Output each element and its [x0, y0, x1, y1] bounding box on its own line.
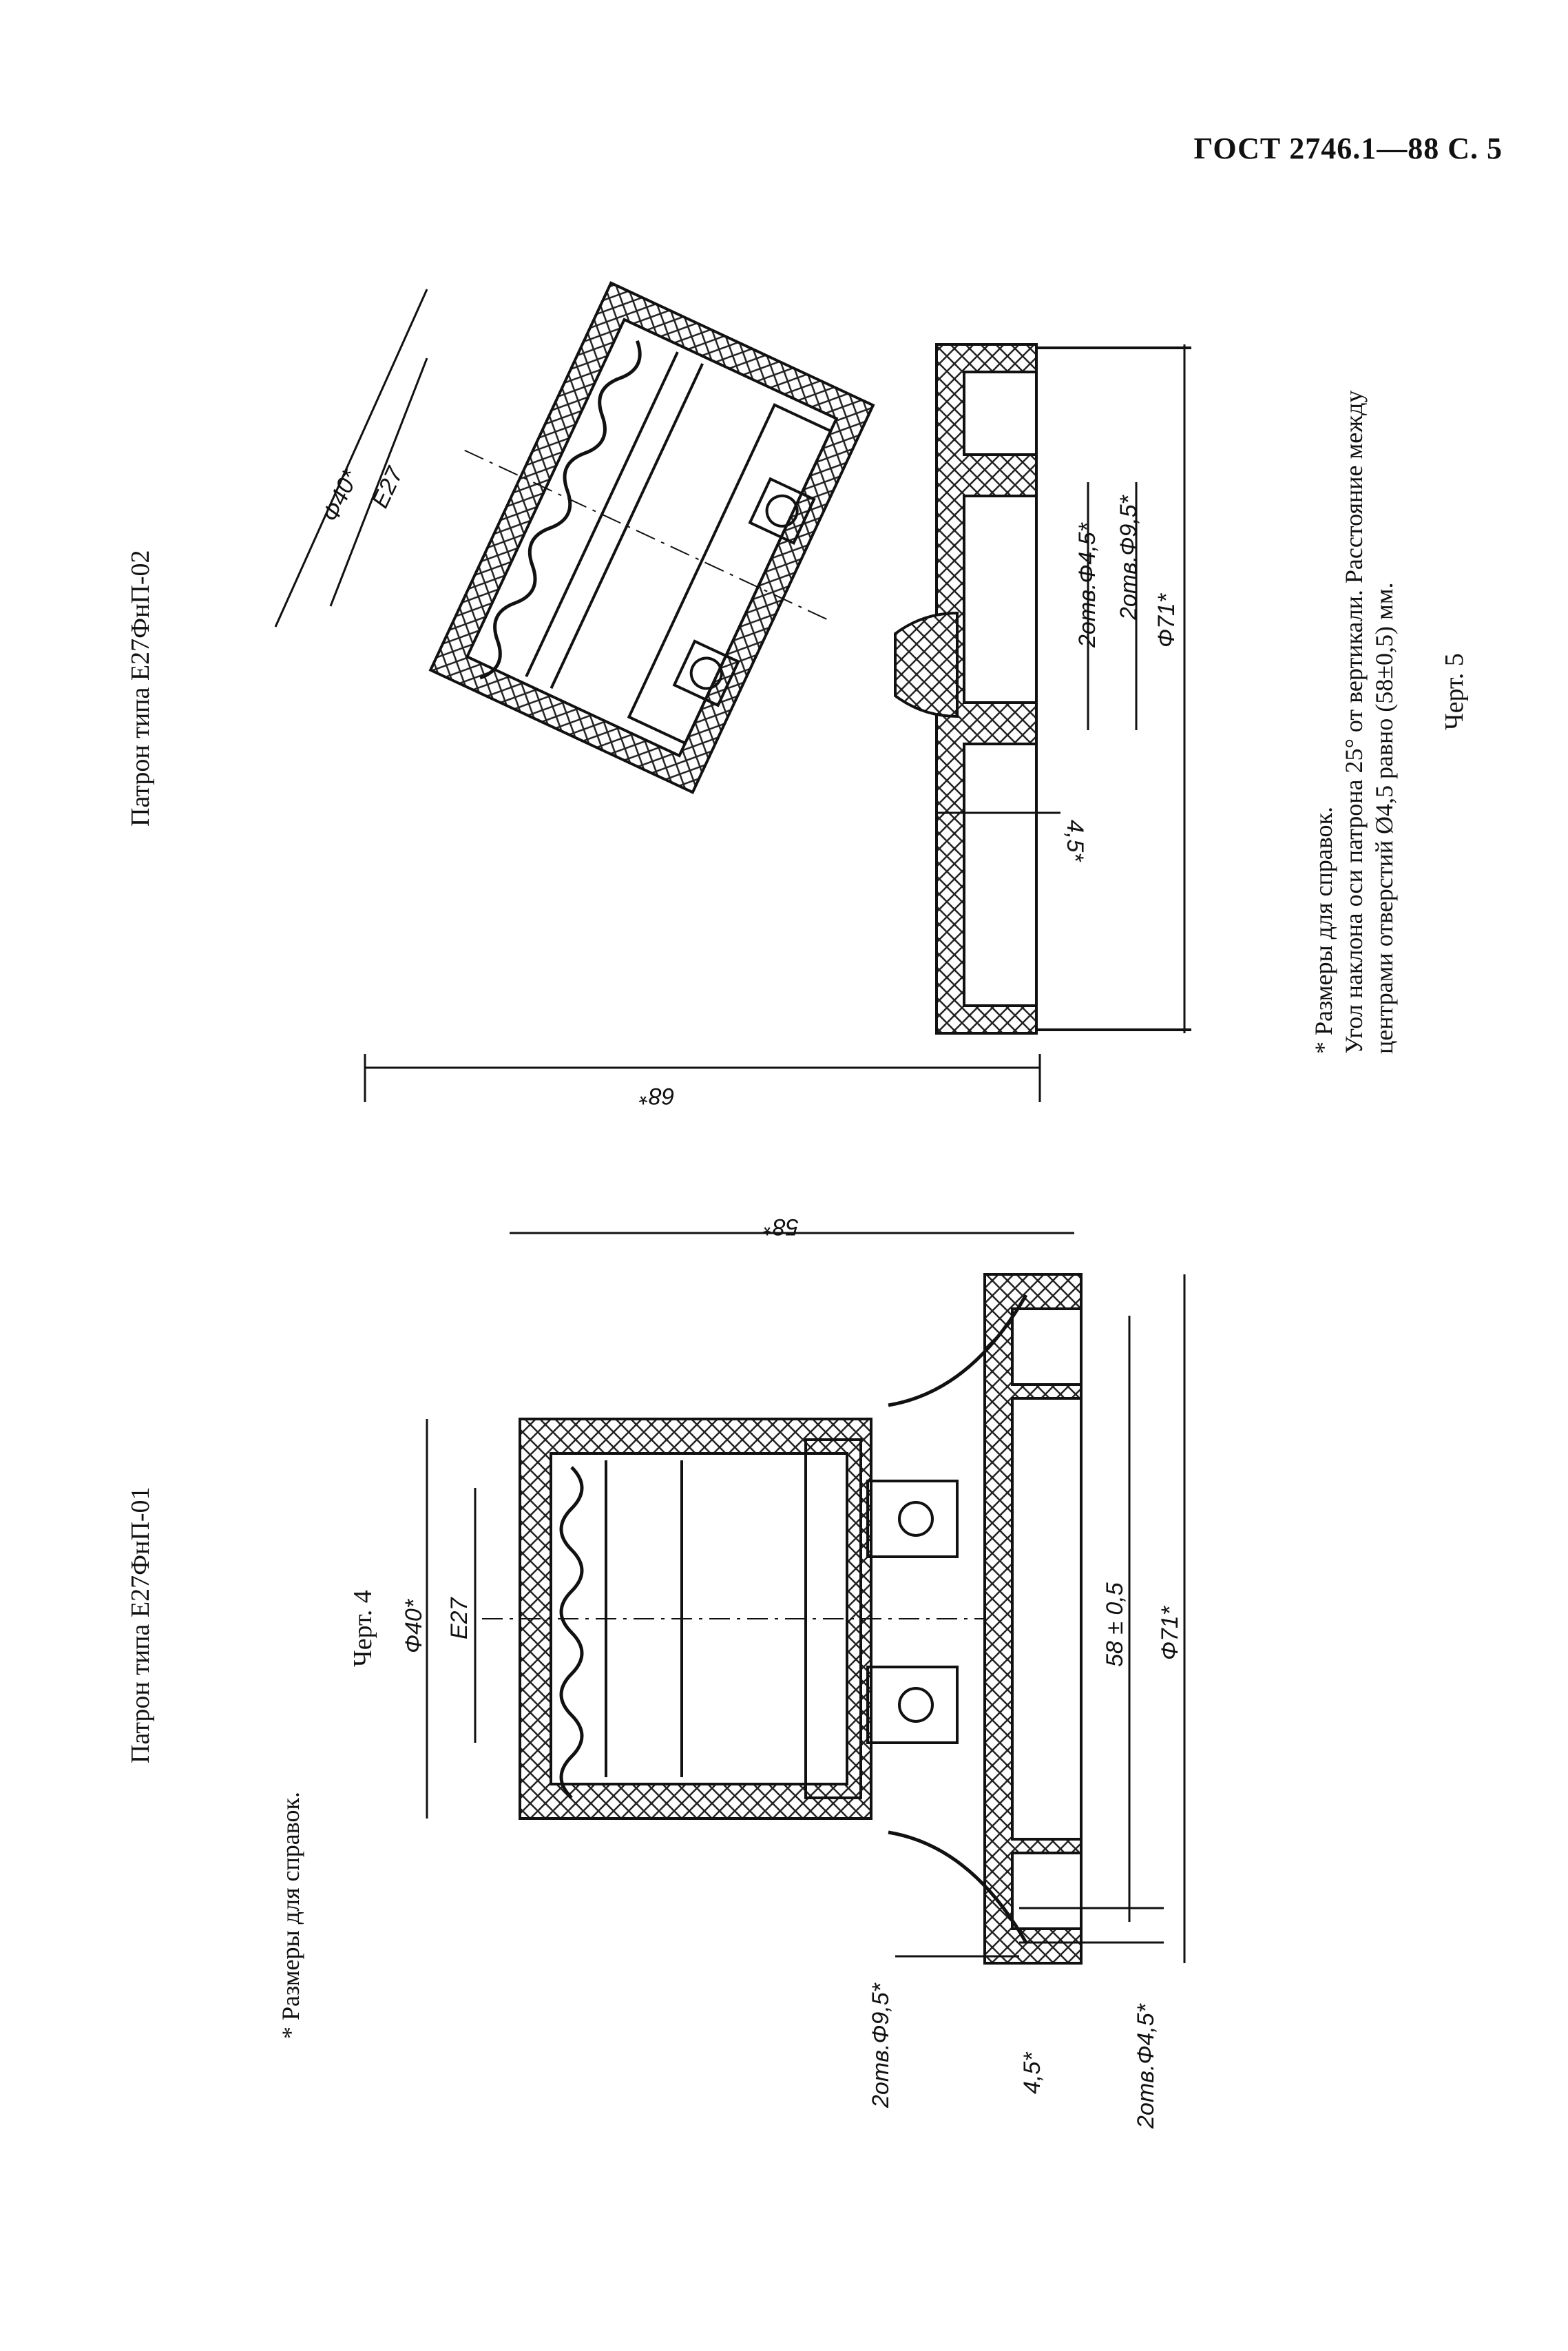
left-dim-h95: 2отв.Ф9,5* — [868, 1982, 894, 2109]
right-dimension-lines — [274, 289, 1186, 1102]
right-figure-drawing — [274, 281, 1191, 1102]
right-center-boss — [894, 611, 959, 718]
right-base-plate — [935, 343, 1191, 1035]
left-socket-body — [482, 1418, 1012, 1820]
right-dim-e27: Е27 — [367, 463, 408, 512]
left-dimension-labels: Ф40* Е27 58* 58 ± 0,5 Ф71* 2отв.Ф9,5* 4,… — [401, 1214, 1183, 2129]
left-dim-d40: Ф40* — [401, 1598, 427, 1653]
left-dimension-lines — [426, 1232, 1186, 1963]
left-dim-d58tol: 58 ± 0,5 — [1102, 1582, 1128, 1667]
right-socket-body — [428, 281, 875, 794]
right-dim-v45: 4,5* — [1062, 820, 1088, 862]
left-dim-h45: 2отв.Ф4,5* — [1133, 2002, 1159, 2129]
left-figure-drawing — [426, 1232, 1186, 1965]
right-dim-d40: Ф40* — [317, 465, 364, 526]
left-dim-v45: 4,5* — [1019, 2051, 1045, 2094]
right-dim-d71: Ф71* — [1153, 592, 1180, 648]
left-dim-d58: 58* — [762, 1214, 799, 1240]
right-dim-h95: 2отв.Ф9,5* — [1116, 494, 1142, 621]
left-dim-d71: Ф71* — [1157, 1605, 1183, 1660]
left-base-plate — [888, 1273, 1083, 1965]
left-dim-e27: Е27 — [446, 1597, 472, 1639]
right-dim-h45: 2отв.Ф4,5* — [1074, 521, 1100, 648]
document-header: ГОСТ 2746.1—88 С. 5 — [1193, 132, 1503, 165]
right-dim-d68: 68* — [638, 1083, 675, 1109]
